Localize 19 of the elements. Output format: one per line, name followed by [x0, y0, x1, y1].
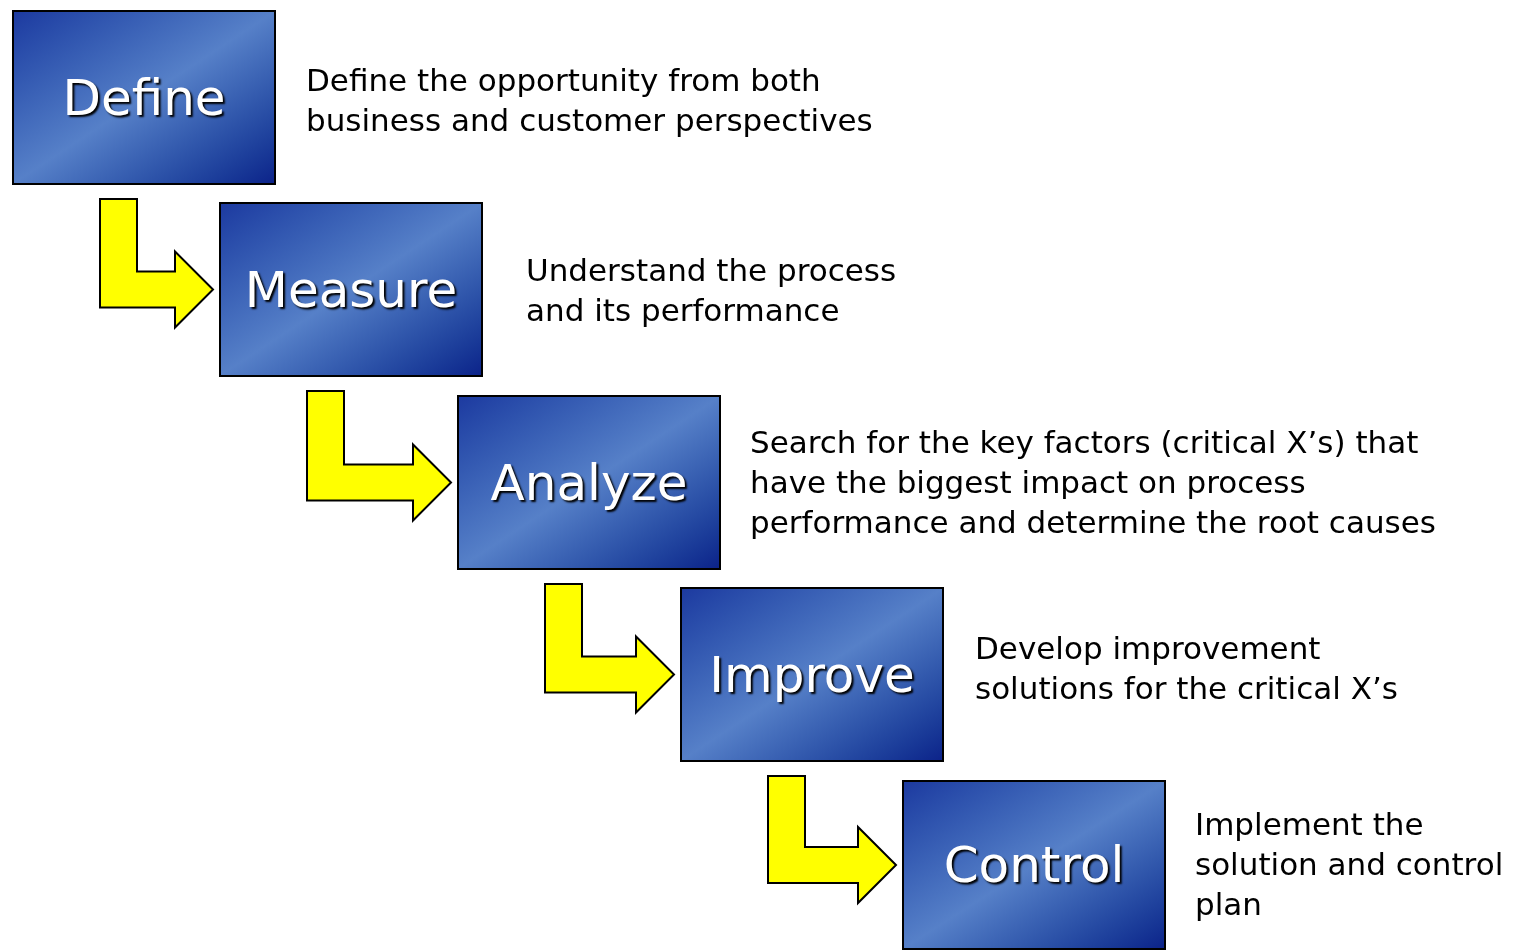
step-description: Search for the key factors (critical X’s) that have the biggest impact on process performance and determine the root causes: [750, 423, 1437, 542]
step-description: Develop improvement solutions for the critical X’s: [975, 629, 1399, 708]
step-title: Define: [62, 72, 226, 123]
step-title: Analyze: [490, 457, 688, 508]
process-box: [219, 202, 483, 377]
process-box: [680, 587, 944, 762]
process-box: [457, 395, 721, 570]
elbow-arrow: [544, 583, 676, 715]
step-description: Define the opportunity from both business and customer perspectives: [306, 61, 874, 140]
elbow-arrow: [306, 390, 453, 523]
process-box: [12, 10, 276, 185]
step-description: Understand the process and its performance: [526, 251, 898, 330]
step-title: Control: [943, 840, 1125, 890]
process-box: [902, 780, 1166, 950]
step-title: Measure: [244, 264, 458, 315]
step-description: Implement the solution and control plan: [1195, 805, 1505, 924]
elbow-arrow: [99, 198, 215, 330]
step-title: Improve: [709, 649, 915, 700]
elbow-arrow: [767, 775, 898, 906]
